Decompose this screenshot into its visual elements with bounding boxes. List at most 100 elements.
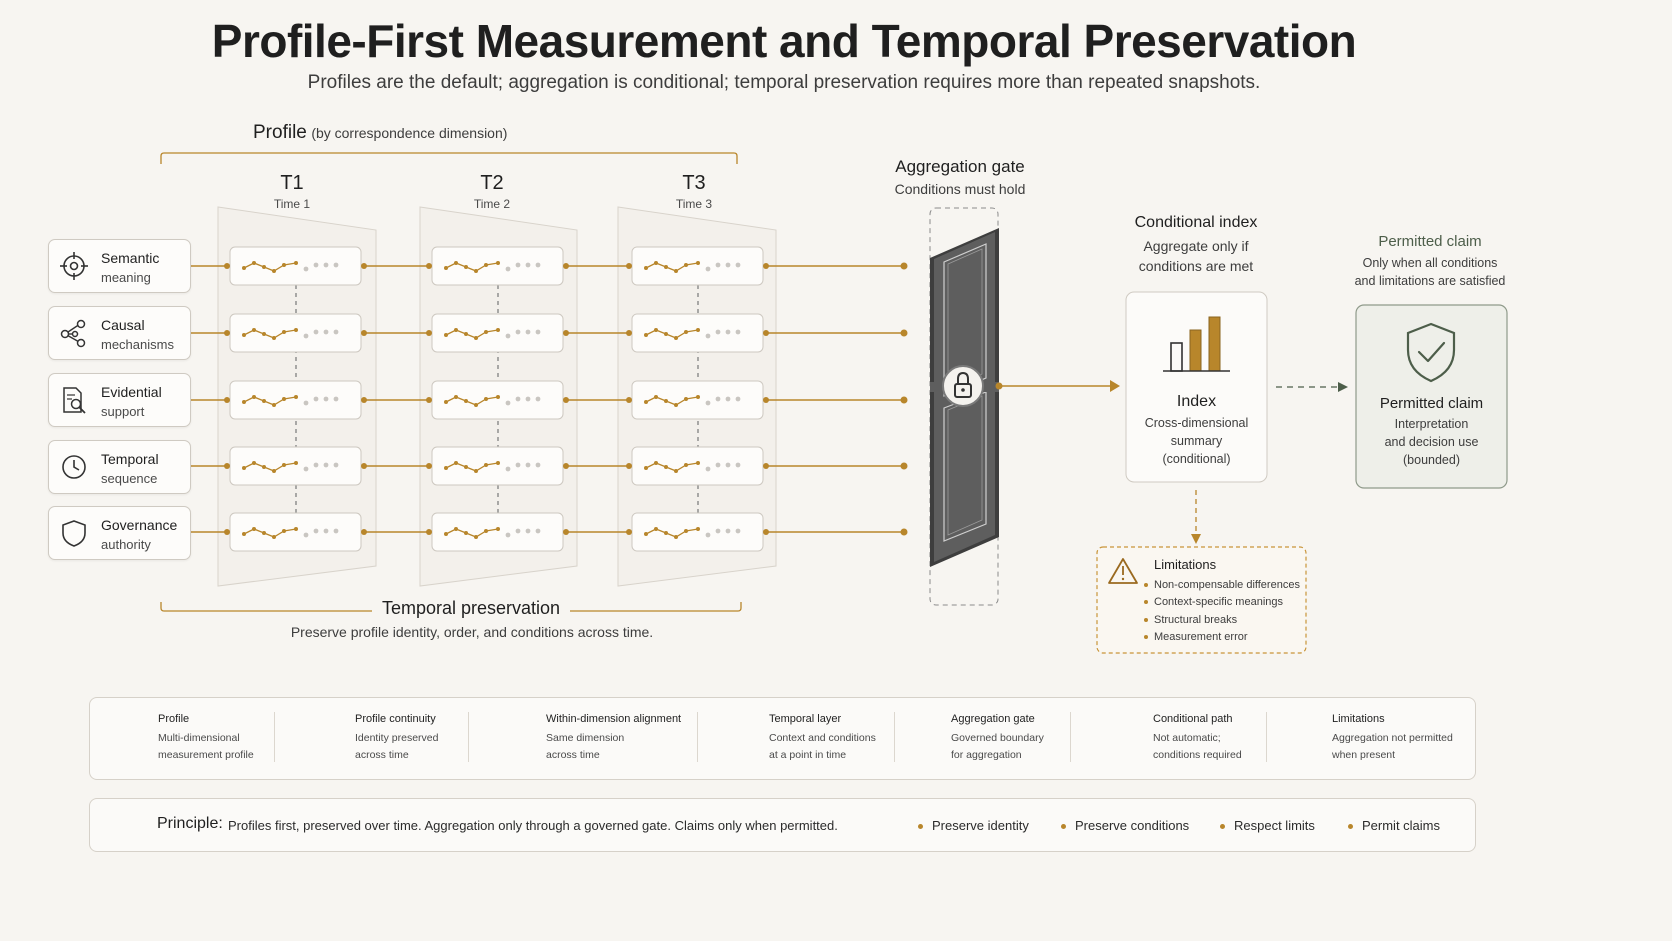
gate-input-node	[900, 329, 908, 337]
dimension-name: Semantic	[101, 250, 160, 266]
network-icon	[60, 319, 86, 348]
aggregation-gate	[930, 228, 999, 567]
time-label-t3: T3	[682, 172, 706, 194]
temporal-bracket-right	[570, 602, 742, 612]
profile-header: Profile (by correspondence dimension)	[253, 122, 507, 144]
permitted-card-l2: and decision use	[1384, 435, 1479, 449]
profile-header-sub: (by correspondence dimension)	[311, 125, 508, 141]
limitations-item: Structural breaks	[1144, 612, 1300, 629]
profile-card	[431, 313, 564, 353]
crosshair-icon	[60, 252, 88, 280]
profile-card	[431, 446, 564, 486]
time-header-t3: T3 Time 3	[654, 172, 734, 211]
dimension-card-causal: Causal mechanisms	[48, 306, 191, 360]
page-title: Profile-First Measurement and Temporal P…	[211, 15, 1357, 67]
principle-label: Principle:	[157, 815, 223, 832]
clock-icon	[62, 455, 86, 479]
gate-input-node	[900, 462, 908, 470]
dimension-card-governance: Governance authority	[48, 506, 191, 560]
dimension-desc: support	[101, 404, 145, 419]
legend-title: Profile continuity	[355, 713, 436, 725]
profile-card	[229, 512, 362, 552]
bar-chart-icon	[1163, 316, 1230, 372]
time-sub-t3: Time 3	[675, 197, 713, 211]
legend-title: Profile	[158, 713, 190, 725]
profile-card	[631, 313, 764, 353]
warning-icon	[1108, 558, 1138, 584]
conditional-index-desc1: Aggregate only if	[1143, 238, 1249, 254]
time-label-t1: T1	[280, 172, 304, 194]
gate-dashed-boundary	[929, 207, 999, 606]
time-sub-t2: Time 2	[473, 197, 511, 211]
temporal-preservation-desc: Preserve profile identity, order, and co…	[290, 624, 654, 640]
time-label-t2: T2	[480, 172, 504, 194]
legend-title: Conditional path	[1153, 713, 1233, 725]
limitations-title: Limitations	[1154, 557, 1217, 572]
principle-bullet: Preserve conditions	[1061, 818, 1189, 833]
index-card	[1125, 291, 1268, 483]
dimension-name: Temporal	[101, 451, 159, 467]
limitations-item: Measurement error	[1144, 629, 1300, 646]
dimension-card-semantic: Semantic meaning	[48, 239, 191, 293]
permitted-desc1: Only when all conditions	[1362, 256, 1498, 270]
principle-text: Profiles first, preserved over time. Agg…	[228, 818, 838, 833]
conditional-index-title: Conditional index	[1134, 214, 1258, 231]
principle-bullet: Permit claims	[1348, 818, 1440, 833]
profile-card	[431, 380, 564, 420]
page-subtitle: Profiles are the default; aggregation is…	[307, 72, 1261, 93]
dimension-desc: sequence	[101, 471, 158, 486]
gate-output-arrowhead	[1110, 380, 1120, 392]
principle-bullet: Respect limits	[1220, 818, 1315, 833]
permitted-card-l3: (bounded)	[1403, 453, 1460, 467]
time-header-t1: T1 Time 1	[252, 172, 332, 211]
padlock-icon	[954, 371, 972, 398]
profile-bracket	[160, 152, 738, 164]
legend-title: Temporal layer	[769, 713, 842, 725]
limitations-path-arrowhead	[1191, 534, 1201, 544]
conditional-path-arrowhead	[1338, 382, 1348, 392]
dimension-name: Governance	[101, 517, 178, 533]
profile-card	[631, 512, 764, 552]
gate-desc: Conditions must hold	[894, 181, 1026, 197]
permitted-card-title: Permitted claim	[1379, 395, 1484, 412]
principle-bar: Principle: Profiles first, preserved ove…	[89, 798, 1476, 852]
shield-icon	[62, 520, 86, 547]
dimension-desc: authority	[101, 537, 151, 552]
legend-desc: Not automatic;conditions required	[1153, 732, 1242, 761]
index-card-l2: summary	[1170, 434, 1223, 448]
dimension-card-temporal: Temporal sequence	[48, 440, 191, 494]
dimension-name: Causal	[101, 317, 145, 333]
profile-card	[431, 246, 564, 286]
gate-input-node	[900, 528, 908, 536]
legend-title: Aggregation gate	[951, 713, 1035, 725]
conditional-index-desc2: conditions are met	[1138, 258, 1254, 274]
dimension-card-evidential: Evidential support	[48, 373, 191, 427]
gate-input-node	[900, 262, 908, 270]
index-card-l3: (conditional)	[1162, 452, 1231, 466]
permitted-claim-card	[1355, 304, 1508, 489]
profile-card	[431, 512, 564, 552]
time-sub-t1: Time 1	[273, 197, 311, 211]
limitations-item: Context-specific meanings	[1144, 594, 1300, 611]
limitations-list: Non-compensable differences Context-spec…	[1144, 577, 1300, 646]
profile-card	[229, 446, 362, 486]
legend-title: Limitations	[1332, 713, 1385, 725]
profile-rows	[190, 246, 908, 552]
temporal-preservation-title: Temporal preservation	[381, 598, 561, 618]
dimension-desc: mechanisms	[101, 337, 174, 352]
time-header-t2: T2 Time 2	[452, 172, 532, 211]
limitations-box	[1096, 546, 1307, 654]
shield-check-icon	[1406, 322, 1456, 383]
index-card-l1: Cross-dimensional	[1144, 416, 1249, 430]
permitted-title: Permitted claim	[1378, 233, 1482, 250]
profile-card	[229, 380, 362, 420]
principle-bullet: Preserve identity	[918, 818, 1029, 833]
profile-card	[631, 246, 764, 286]
